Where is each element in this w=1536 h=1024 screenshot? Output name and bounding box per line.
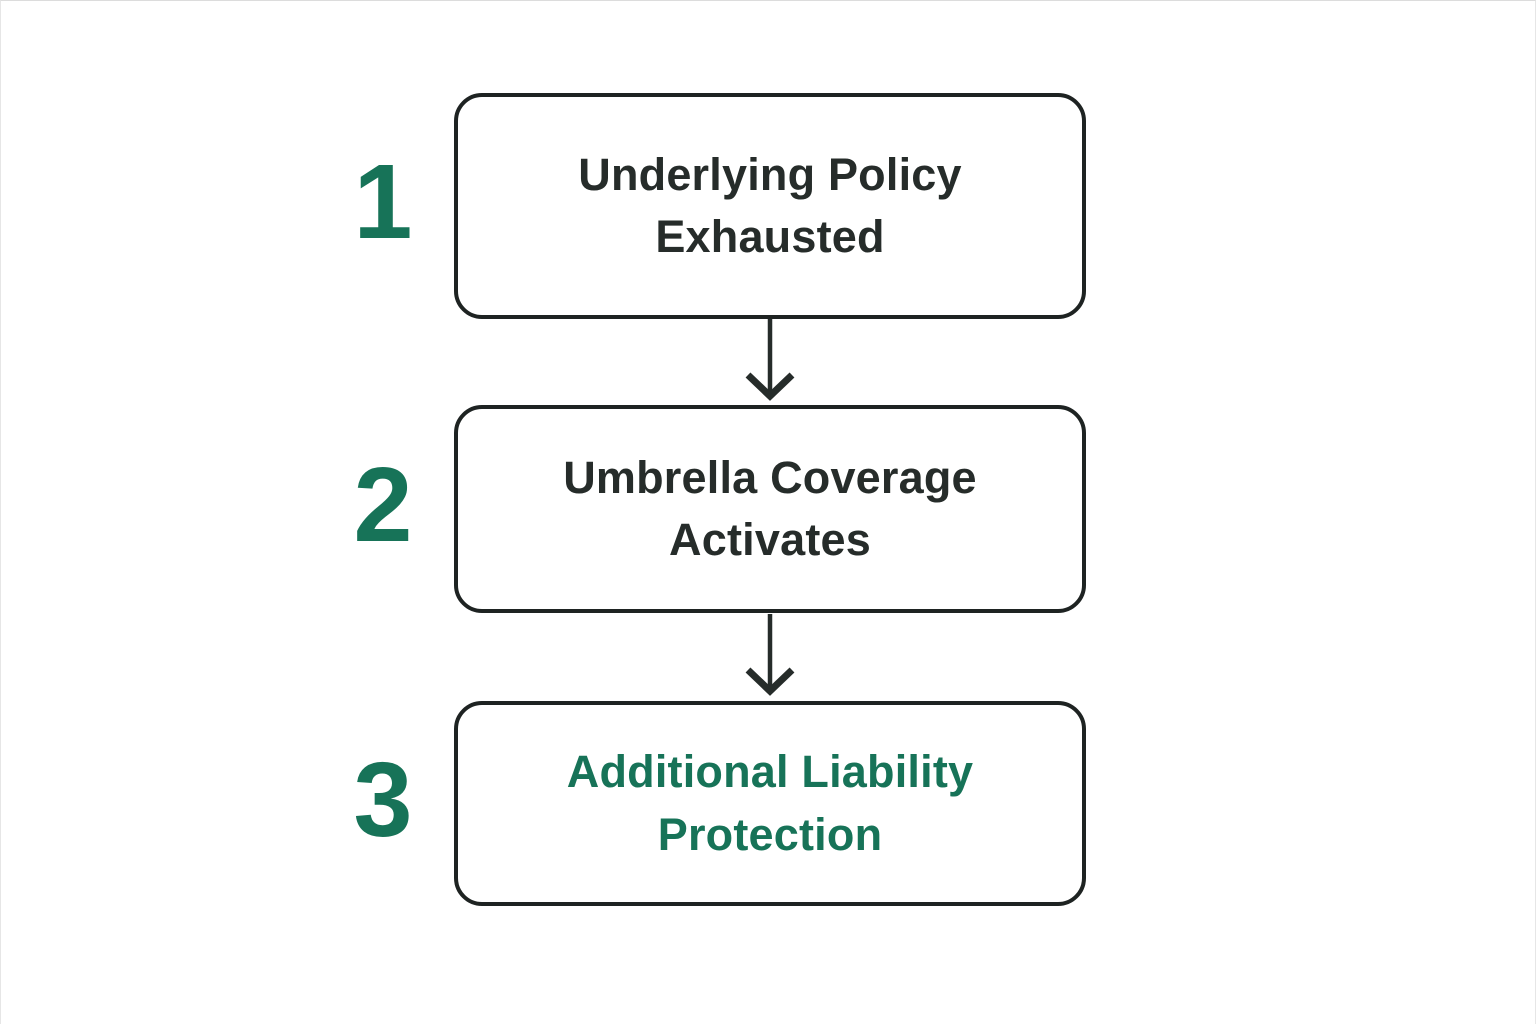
step-3: 3 Additional Liability Protection	[1, 701, 1535, 906]
step-1-box: Underlying Policy Exhausted	[454, 93, 1086, 319]
step-2-number: 2	[353, 445, 413, 564]
step-3-number: 3	[353, 740, 413, 859]
step-1-number: 1	[353, 142, 413, 261]
step-2-box: Umbrella Coverage Activates	[454, 405, 1086, 613]
step-3-box: Additional Liability Protection	[454, 701, 1086, 906]
step-1: 1 Underlying Policy Exhausted	[1, 93, 1535, 319]
step-1-label: Underlying Policy Exhausted	[578, 148, 962, 262]
step-2-label: Umbrella Coverage Activates	[563, 451, 977, 565]
arrow-down-icon	[745, 319, 795, 401]
arrow-down-icon	[745, 614, 795, 696]
step-2: 2 Umbrella Coverage Activates	[1, 405, 1535, 613]
step-3-label: Additional Liability Protection	[566, 746, 974, 860]
